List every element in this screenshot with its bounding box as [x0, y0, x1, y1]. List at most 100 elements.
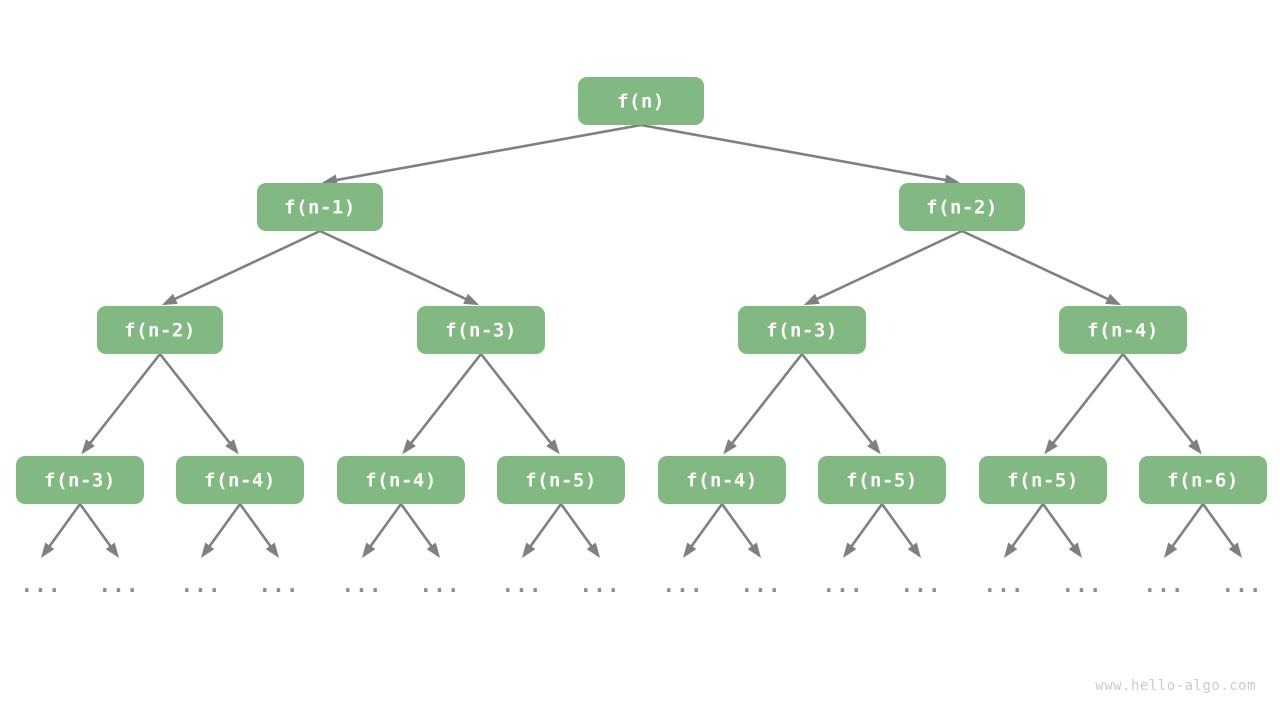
arrowhead	[803, 293, 820, 306]
node-box[interactable]	[97, 306, 223, 354]
ellipsis-10: ...	[823, 573, 864, 597]
arrowhead	[546, 439, 560, 455]
arrowhead	[426, 542, 440, 558]
node-box[interactable]	[176, 456, 304, 504]
ellipsis-9: ...	[741, 573, 782, 597]
leaf-stub-edge-2	[201, 503, 242, 558]
edge-n5-to-n11	[723, 353, 804, 455]
arrowhead	[522, 542, 536, 558]
node-label: f(n-2)	[124, 320, 196, 342]
arrowhead	[265, 542, 279, 558]
tree-node-n4[interactable]: f(n-3)	[417, 306, 545, 354]
leaf-stub-edge-6	[522, 503, 563, 558]
arrowhead	[1228, 542, 1242, 558]
arrowhead	[1164, 542, 1178, 558]
watermark-label: www.hello-algo.com	[1095, 678, 1256, 694]
tree-node-n13[interactable]: f(n-5)	[979, 456, 1107, 504]
arrowhead	[867, 439, 881, 455]
arrowhead	[1188, 439, 1202, 455]
edge-n0-to-n2	[640, 123, 961, 186]
arrowhead	[201, 542, 215, 558]
arrowhead	[225, 439, 239, 455]
nodes-layer: f(n) f(n-1) f(n-2) f(n-2) f(n-3) f(n-3) f(n-4)…	[16, 77, 1267, 504]
arrowhead	[321, 174, 338, 186]
node-label: f(n-2)	[926, 197, 998, 219]
leaf-stub-edge-11	[880, 503, 921, 558]
node-label: f(n-3)	[766, 320, 838, 342]
tree-node-n5[interactable]: f(n-3)	[738, 306, 866, 354]
node-box[interactable]	[417, 306, 545, 354]
node-box[interactable]	[497, 456, 625, 504]
node-box[interactable]	[1059, 306, 1187, 354]
leaf-stub-edge-8	[683, 503, 724, 558]
arrowhead	[1105, 293, 1122, 306]
node-label: f(n-5)	[846, 470, 918, 492]
arrowhead	[41, 542, 55, 558]
edge-n3-to-n7	[81, 353, 162, 455]
arrowhead	[105, 542, 119, 558]
ellipsis-1: ...	[99, 573, 140, 597]
tree-node-n2[interactable]: f(n-2)	[899, 183, 1025, 231]
node-label: f(n-1)	[284, 197, 356, 219]
node-box[interactable]	[899, 183, 1025, 231]
arrowhead	[683, 542, 697, 558]
edge-n4-to-n10	[479, 353, 560, 455]
tree-node-n9[interactable]: f(n-4)	[337, 456, 465, 504]
ellipsis-13: ...	[1062, 573, 1103, 597]
leaf-stub-edge-1	[78, 503, 119, 558]
ellipsis-0: ...	[21, 573, 62, 597]
edge-n4-to-n9	[402, 353, 483, 455]
node-box[interactable]	[658, 456, 786, 504]
node-box[interactable]	[738, 306, 866, 354]
edges-layer	[81, 123, 1202, 455]
tree-node-n8[interactable]: f(n-4)	[176, 456, 304, 504]
ellipsis-2: ...	[181, 573, 222, 597]
leaf-stub-edges-layer	[41, 503, 1242, 558]
tree-node-n1[interactable]: f(n-1)	[257, 183, 383, 231]
tree-node-n0[interactable]: f(n)	[578, 77, 704, 125]
tree-node-n14[interactable]: f(n-6)	[1139, 456, 1267, 504]
node-label: f(n-4)	[365, 470, 437, 492]
node-box[interactable]	[16, 456, 144, 504]
node-box[interactable]	[1139, 456, 1267, 504]
edge-n1-to-n4	[319, 229, 480, 306]
edge-n5-to-n12	[800, 353, 881, 455]
node-label: f(n-3)	[445, 320, 517, 342]
ellipsis-7: ...	[580, 573, 621, 597]
tree-node-n7[interactable]: f(n-3)	[16, 456, 144, 504]
leaf-stub-edge-0	[41, 503, 82, 558]
arrowhead	[362, 542, 376, 558]
node-box[interactable]	[257, 183, 383, 231]
ellipsis-11: ...	[901, 573, 942, 597]
arrowhead	[1068, 542, 1082, 558]
node-box[interactable]	[337, 456, 465, 504]
tree-node-n6[interactable]: f(n-4)	[1059, 306, 1187, 354]
leaf-stub-edge-10	[843, 503, 884, 558]
leaf-stub-edge-15	[1201, 503, 1242, 558]
leaf-stub-edge-7	[559, 503, 600, 558]
node-label: f(n-5)	[525, 470, 597, 492]
edge-n2-to-n5	[803, 229, 963, 306]
node-label: f(n-4)	[204, 470, 276, 492]
tree-node-n10[interactable]: f(n-5)	[497, 456, 625, 504]
node-box[interactable]	[578, 77, 704, 125]
arrowhead	[843, 542, 857, 558]
edge-n3-to-n8	[158, 353, 239, 455]
tree-node-n12[interactable]: f(n-5)	[818, 456, 946, 504]
arrowhead	[402, 439, 416, 455]
node-box[interactable]	[818, 456, 946, 504]
ellipsis-4: ...	[342, 573, 383, 597]
node-box[interactable]	[979, 456, 1107, 504]
arrowhead	[747, 542, 761, 558]
arrowhead	[81, 439, 95, 455]
leaf-stub-edge-14	[1164, 503, 1205, 558]
ellipsis-3: ...	[259, 573, 300, 597]
node-label: f(n-3)	[44, 470, 116, 492]
tree-node-n11[interactable]: f(n-4)	[658, 456, 786, 504]
arrowhead	[586, 542, 600, 558]
edge-n6-to-n13	[1044, 353, 1125, 455]
leaf-stub-edge-12	[1004, 503, 1045, 558]
leaf-stub-edge-13	[1041, 503, 1082, 558]
tree-node-n3[interactable]: f(n-2)	[97, 306, 223, 354]
